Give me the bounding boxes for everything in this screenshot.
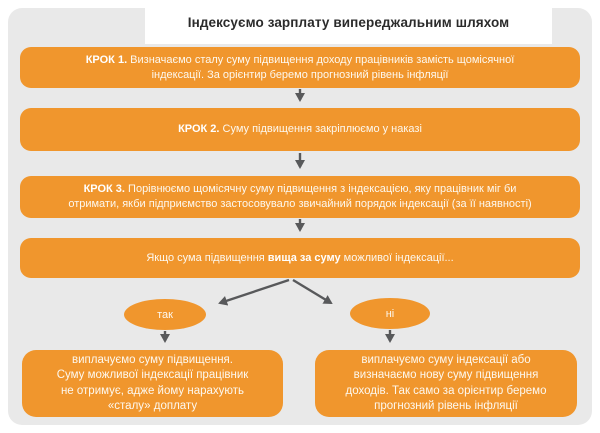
branch-yes-label: так	[157, 308, 173, 321]
step-2-text: Суму підвищення закріплюємо у наказі	[219, 123, 422, 135]
condition-text-wrap: Якщо сума підвищення вища за суму можлив…	[146, 251, 453, 266]
title-bar: Індексуємо зарплату випереджальним шляхо…	[145, 0, 552, 44]
branch-no-label: ні	[385, 307, 395, 320]
outcome-yes-box: виплачуємо суму підвищення. Суму можливо…	[22, 350, 283, 417]
step-3-label: КРОК 3.	[83, 183, 125, 195]
step-3-text: Порівнюємо щомісячну суму підвищення з і…	[68, 183, 532, 210]
step-2-text-wrap: КРОК 2. Суму підвищення закріплюємо у на…	[178, 122, 422, 137]
step-3-box: КРОК 3. Порівнюємо щомісячну суму підвищ…	[20, 176, 580, 218]
page-title: Індексуємо зарплату випереджальним шляхо…	[187, 14, 510, 30]
condition-text-pre: Якщо сума підвищення	[146, 251, 268, 264]
outcome-yes-text: виплачуємо суму підвищення. Суму можливо…	[56, 353, 249, 413]
outcome-no-text: виплачуємо суму індексації або визначаєм…	[345, 353, 547, 413]
step-3-text-wrap: КРОК 3. Порівнюємо щомісячну суму підвищ…	[68, 182, 531, 212]
condition-text-post: можливої індексації...	[340, 251, 454, 264]
branch-no-ellipse: ні	[350, 298, 430, 329]
condition-text-bold: вища за суму	[267, 251, 341, 264]
step-1-text: Визначаємо сталу суму підвищення доходу …	[130, 53, 515, 81]
outcome-no-box: виплачуємо суму індексації або визначаєм…	[315, 350, 577, 417]
step-2-box: КРОК 2. Суму підвищення закріплюємо у на…	[20, 108, 580, 151]
step-1-label: КРОК 1.	[85, 53, 128, 66]
branch-yes-ellipse: так	[124, 299, 206, 330]
condition-box: Якщо сума підвищення вища за суму можлив…	[20, 238, 580, 278]
step-1-box: КРОК 1. Визначаємо сталу суму підвищення…	[20, 47, 580, 88]
step-2-label: КРОК 2.	[178, 123, 220, 135]
step-1-text-wrap: КРОК 1. Визначаємо сталу суму підвищення…	[86, 53, 515, 83]
